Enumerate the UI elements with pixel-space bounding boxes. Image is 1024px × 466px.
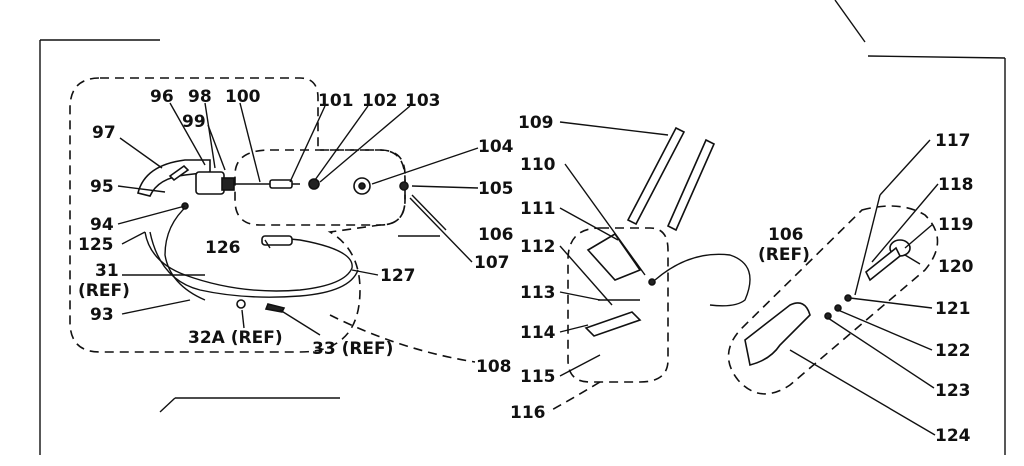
label-95: 95 <box>90 177 114 197</box>
hose-lines <box>144 202 359 313</box>
label-102: 102 <box>362 91 398 111</box>
label-126: 126 <box>205 238 241 258</box>
label-101: 101 <box>318 91 354 111</box>
label-97: 97 <box>92 123 116 143</box>
label-119: 119 <box>938 215 974 235</box>
label-117: 117 <box>935 131 971 151</box>
label-109: 109 <box>518 113 554 133</box>
label-122: 122 <box>935 341 971 361</box>
label-31-ref: (REF) <box>78 281 130 301</box>
label-107: 107 <box>474 253 510 273</box>
label-104: 104 <box>478 137 514 157</box>
leader-lines <box>117 102 939 436</box>
label-99: 99 <box>182 112 206 132</box>
label-100: 100 <box>225 87 261 107</box>
label-98: 98 <box>188 87 212 107</box>
group-outline-hose <box>234 149 406 226</box>
label-33: 33 (REF) <box>312 339 393 359</box>
label-106-ref: 106 <box>768 225 804 245</box>
label-31: 31 <box>95 261 119 281</box>
label-113: 113 <box>520 283 556 303</box>
right-parts <box>744 239 911 366</box>
frame-lines <box>39 0 1006 455</box>
label-110: 110 <box>520 155 556 175</box>
group-outline-left <box>69 77 406 353</box>
label-32a: 32A (REF) <box>188 328 283 348</box>
wand-assembly <box>626 126 716 232</box>
label-106: 106 <box>478 225 514 245</box>
label-93: 93 <box>90 305 114 325</box>
label-105: 105 <box>478 179 514 199</box>
label-106-ref-note: (REF) <box>758 245 810 265</box>
group-outline-tank <box>567 227 669 383</box>
label-108: 108 <box>476 357 512 377</box>
label-103: 103 <box>405 91 441 111</box>
label-123: 123 <box>935 381 971 401</box>
label-121: 121 <box>935 299 971 319</box>
label-124: 124 <box>935 426 971 446</box>
label-96: 96 <box>150 87 174 107</box>
leader-108 <box>329 314 476 363</box>
label-111: 111 <box>520 199 556 219</box>
label-125: 125 <box>78 235 114 255</box>
label-127: 127 <box>380 266 416 286</box>
label-112: 112 <box>520 237 556 257</box>
group-outline-right <box>727 205 939 395</box>
tank-parts <box>584 232 751 337</box>
label-118: 118 <box>938 175 974 195</box>
label-94: 94 <box>90 215 114 235</box>
leader-116 <box>547 381 601 413</box>
label-115: 115 <box>520 367 556 387</box>
part-labels: 96 98 100 99 97 95 94 125 31 (REF) 93 32… <box>78 87 974 446</box>
label-120: 120 <box>938 257 974 277</box>
label-116: 116 <box>510 403 546 423</box>
label-114: 114 <box>520 323 556 343</box>
pump-assembly <box>137 159 409 197</box>
